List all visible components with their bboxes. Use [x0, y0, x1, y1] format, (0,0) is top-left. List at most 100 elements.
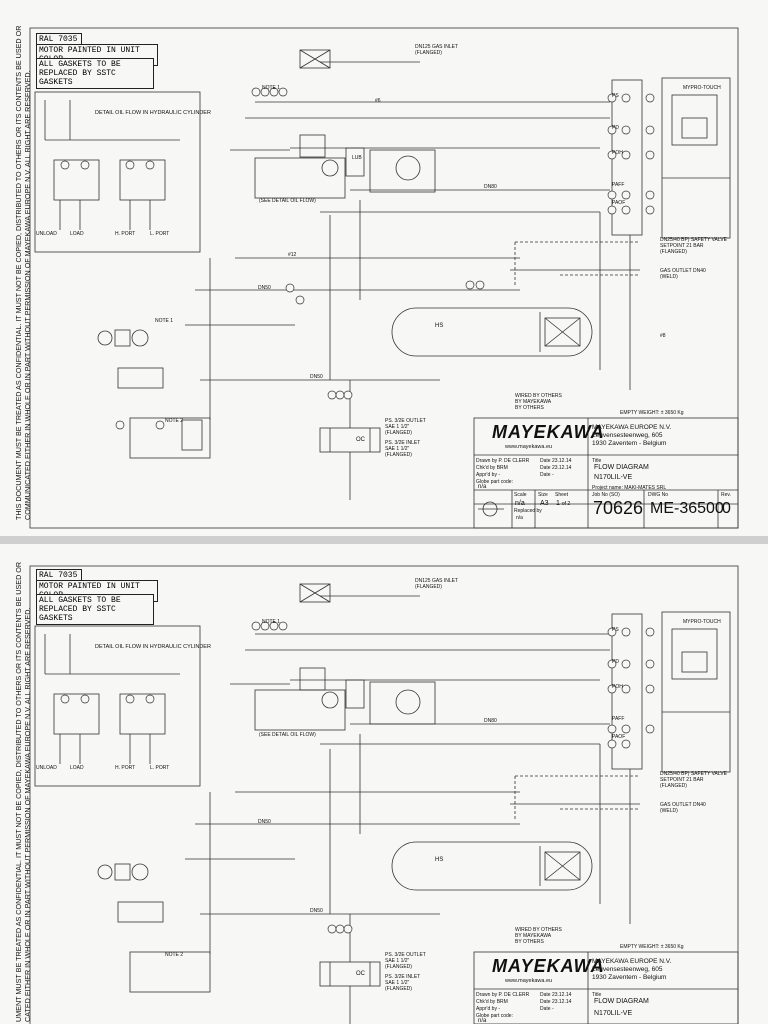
ps-outlet-label: PS. 3/2E OUTLET SAE 1 1/2" (FLANGED) [385, 418, 426, 436]
chkd-by-row: Chk'd by BRM [476, 465, 508, 471]
drawing-sheet-1: THIS DOCUMENT MUST BE TREATED AS CONFIDE… [0, 0, 768, 536]
pipe-size-8: #8 [660, 333, 666, 339]
sheet-gap [0, 536, 768, 544]
date2-row: Date 23.12.14 [540, 465, 571, 471]
drawing-title: FLOW DIAGRAM [594, 464, 649, 471]
unload-label: UNLOAD [36, 231, 57, 237]
empty-weight-label-2: EMPTY WEIGHT: ± 3650 Kg [620, 944, 684, 950]
scale-label: Scale [514, 492, 527, 498]
mypro-touch-label-2: MYPRO-TOUCH [683, 619, 721, 625]
ps-outlet-line-3: (FLANGED) [385, 430, 412, 436]
dwg-number: ME-36500 [650, 500, 724, 517]
note-2-label-2: NOTE 2 [165, 952, 184, 958]
company-city-2: 1930 Zaventem - Belgium [592, 974, 667, 981]
replaced-label: Replaced by [514, 508, 542, 514]
confidential-line-2: COMMUNICATED EITHER IN WHOLE OR IN PART … [23, 70, 32, 520]
replaced-value: n/a [516, 515, 523, 521]
drawn-by-row-2: Drawn by P. DE CLERR [476, 992, 529, 998]
pipe-size-12: #12 [288, 252, 297, 258]
gas-inlet-line-1-2: DN125 GAS INLET [415, 578, 459, 584]
note-1-label: NOTE 1 [262, 85, 281, 91]
wired-legend-2-2: BY MAYEKAWA [515, 933, 552, 939]
drawn-by-value: P. DE CLERR [498, 458, 530, 464]
see-detail-label: (SEE DETAIL OIL FLOW) [259, 198, 316, 204]
ps-label-2: PS [612, 627, 619, 633]
ps-outlet-line-2: SAE 1 1/2" [385, 424, 410, 430]
ps-outlet-line-1: PS. 3/2E OUTLET [385, 418, 426, 424]
sheet-label: Sheet [555, 492, 569, 498]
gas-outlet-label: GAS OUTLET DN40 (WELD) [660, 268, 706, 280]
gaskets-line-1: ALL GASKETS TO BE [39, 60, 121, 69]
chkd-by-value-2: BRM [496, 999, 508, 1005]
safety-line-2-2: SETPOINT 21 BAR [660, 777, 704, 783]
company-name-2: MAYEKAWA EUROPE N.V. [592, 958, 672, 965]
gaskets-line-2-2: REPLACED BY SSTC GASKETS [39, 605, 116, 623]
gaskets-note-2: ALL GASKETS TO BE REPLACED BY SSTC GASKE… [36, 594, 154, 625]
chkd-by-value: BRM [496, 465, 508, 471]
sheet-value: 1 of 2 [556, 500, 570, 507]
note-1-label-2: NOTE 1 [262, 619, 281, 625]
ps-inlet-label: PS. 3/2E INLET SAE 1 1/2" (FLANGED) [385, 440, 420, 458]
date3-value: - [551, 472, 554, 478]
paof-label: PAOF [612, 200, 626, 206]
gas-outlet-line-1-2: GAS OUTLET DN40 [660, 802, 706, 808]
ps-outlet-label-2: PS. 3/2E OUTLET SAE 1 1/2" (FLANGED) [385, 952, 426, 970]
wired-legend-3: BY OTHERS [515, 405, 544, 411]
poh-label: POH [612, 150, 623, 156]
dn50-lower-label-2: DN50 [310, 908, 323, 914]
dn80-label: DN80 [484, 184, 497, 190]
gas-inlet-label: DN125 GAS INLET (FLANGED) [415, 44, 458, 56]
date1-value-2: 23.12.14 [551, 992, 572, 998]
l-port-label-2: L. PORT [150, 765, 170, 771]
ps-outlet-line-2-2: SAE 1 1/2" [385, 958, 410, 964]
h-port-label: H. PORT [115, 231, 136, 237]
date2-label: Date [540, 465, 551, 471]
ps-outlet-line-3-2: (FLANGED) [385, 964, 412, 970]
unload-label-2: UNLOAD [36, 765, 57, 771]
company-street: Leuvensesteenweg, 605 [592, 432, 663, 439]
oc-label: OC [356, 437, 365, 443]
date3-label: Date [540, 472, 551, 478]
ps-inlet-line-1: PS. 3/2E INLET [385, 440, 421, 446]
wired-legend-3-2: BY OTHERS [515, 939, 544, 945]
date2-value: 23.12.14 [551, 465, 572, 471]
dn50-label-2: DN50 [258, 819, 271, 825]
pipe-size-6: #6 [375, 98, 381, 104]
scale-value: n/a [515, 500, 525, 507]
gas-outlet-label-2: GAS OUTLET DN40 (WELD) [660, 802, 706, 814]
drawn-by-row: Drawn by P. DE CLERR [476, 458, 529, 464]
date3-label-2: Date [540, 1006, 551, 1012]
apprd-by-label-2: Appr'd by [476, 1006, 497, 1012]
confidential-line-1-cut: UMENT MUST BE TREATED AS CONFIDENTIAL. I… [14, 561, 23, 1022]
size-label: Size [538, 492, 548, 498]
company-address-2: MAYEKAWA EUROPE N.V. Leuvensesteenweg, 6… [592, 958, 671, 982]
wired-legend-1-2: WIRED BY OTHERS [515, 927, 562, 933]
safety-line-1: DN25/40 BP) SAFETY VALVE [660, 237, 727, 243]
safety-line-2: SETPOINT 21 BAR [660, 243, 704, 249]
hs-label-2: HS [435, 857, 444, 863]
ps-inlet-line-3: (FLANGED) [385, 452, 412, 458]
gas-inlet-label-2: DN125 GAS INLET (FLANGED) [415, 578, 458, 590]
paff-label-2: PAFF [612, 716, 625, 722]
date1-value: 23.12.14 [551, 458, 572, 464]
hs-label: HS [435, 323, 444, 329]
model-name: N170LIL-VE [594, 474, 633, 481]
title-label: Title [592, 458, 602, 464]
date3-row: Date - [540, 472, 554, 478]
drawing-title-2: FLOW DIAGRAM [594, 998, 649, 1005]
gas-inlet-line-2-2: (FLANGED) [415, 584, 442, 590]
project-value: MAKI-MATES SRL [624, 485, 667, 491]
apprd-by-row-2: Appr'd by - [476, 1006, 500, 1012]
apprd-by-value: - [498, 472, 501, 478]
website-text: www.mayekawa.eu [505, 444, 553, 450]
date2-value-2: 23.12.14 [551, 999, 572, 1005]
globe-code-value: n/a [478, 484, 487, 490]
title-label-2: Title [592, 992, 602, 998]
apprd-by-row: Appr'd by - [476, 472, 500, 478]
ps-label: PS [612, 93, 619, 99]
safety-valve-label-2: DN25/40 BP) SAFETY VALVE SETPOINT 21 BAR… [660, 771, 727, 789]
pd-label: PD [612, 125, 619, 131]
safety-line-3-2: (FLANGED) [660, 783, 687, 789]
sheet-of: of 2 [561, 501, 571, 507]
ps-inlet-line-3-2: (FLANGED) [385, 986, 412, 992]
